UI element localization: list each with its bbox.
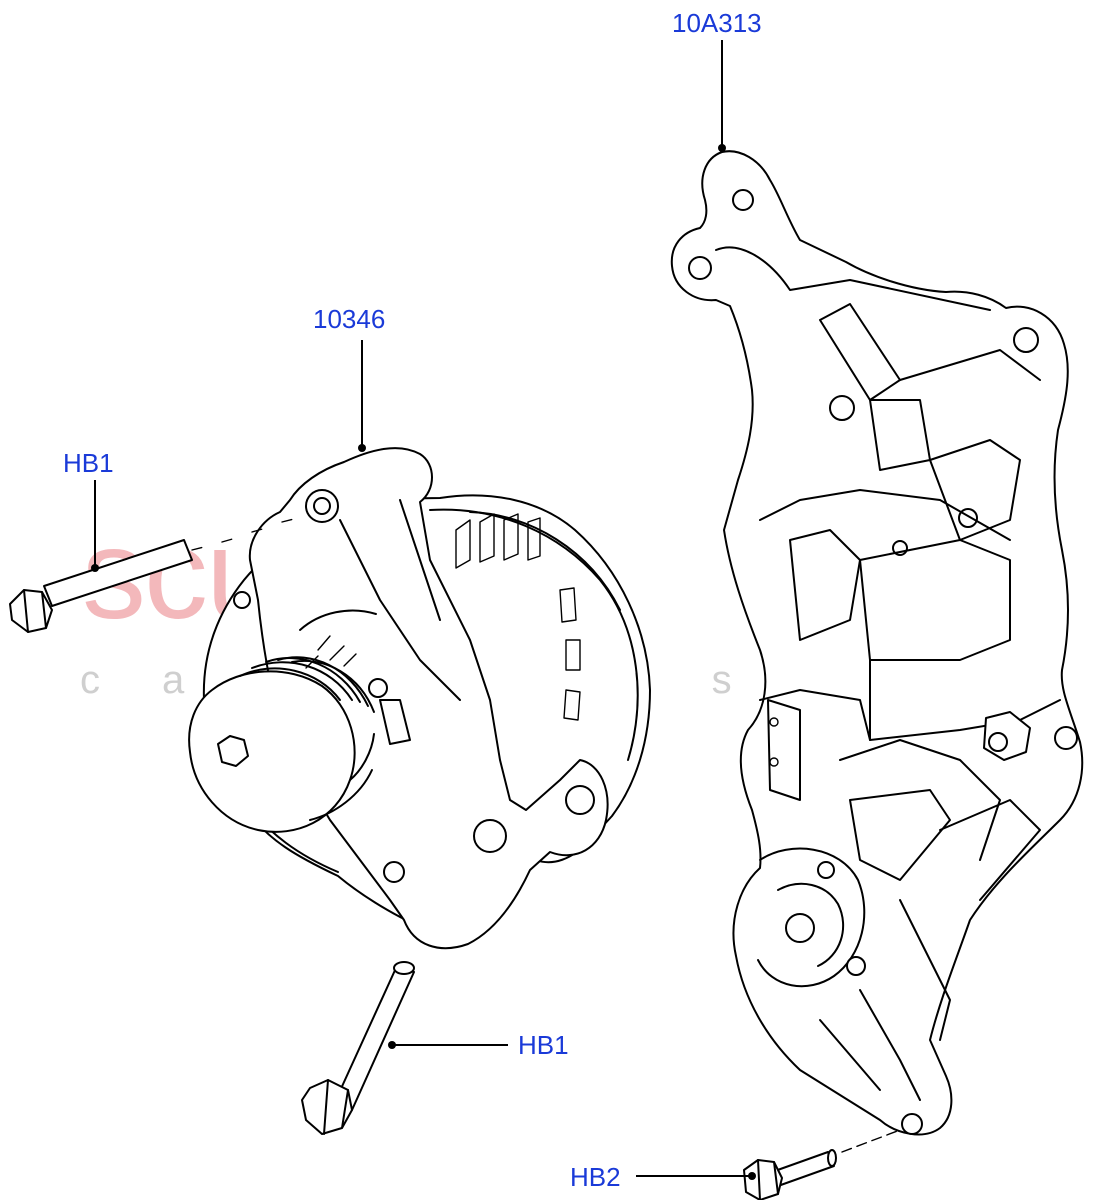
bolt-horizontal[interactable] (9, 517, 299, 633)
alternator-pulley[interactable] (188, 656, 375, 833)
bracket-boss-right (983, 711, 1031, 761)
callout-bracket[interactable]: 10A313 (672, 8, 762, 38)
callout-bolt-horizontal[interactable]: HB1 (63, 448, 114, 478)
leader-dot-bolt-bracket (748, 1172, 756, 1180)
bolt-lower[interactable] (301, 961, 415, 1135)
leader-dot-bolt-lower (388, 1041, 396, 1049)
leader-lines (91, 40, 756, 1180)
alternator[interactable] (188, 447, 651, 950)
callout-bolt-bracket[interactable]: HB2 (570, 1162, 621, 1192)
alternator-rear-fan (299, 609, 411, 745)
bolt-bracket[interactable] (743, 1129, 901, 1200)
callout-bolt-lower[interactable]: HB1 (518, 1030, 569, 1060)
leader-dot-alternator (358, 444, 366, 452)
leader-dot-bolt-horizontal (91, 564, 99, 572)
alternator-mounting-bracket[interactable] (670, 150, 1084, 1136)
callout-alternator[interactable]: 10346 (313, 304, 386, 334)
leader-dot-bracket (718, 144, 726, 152)
